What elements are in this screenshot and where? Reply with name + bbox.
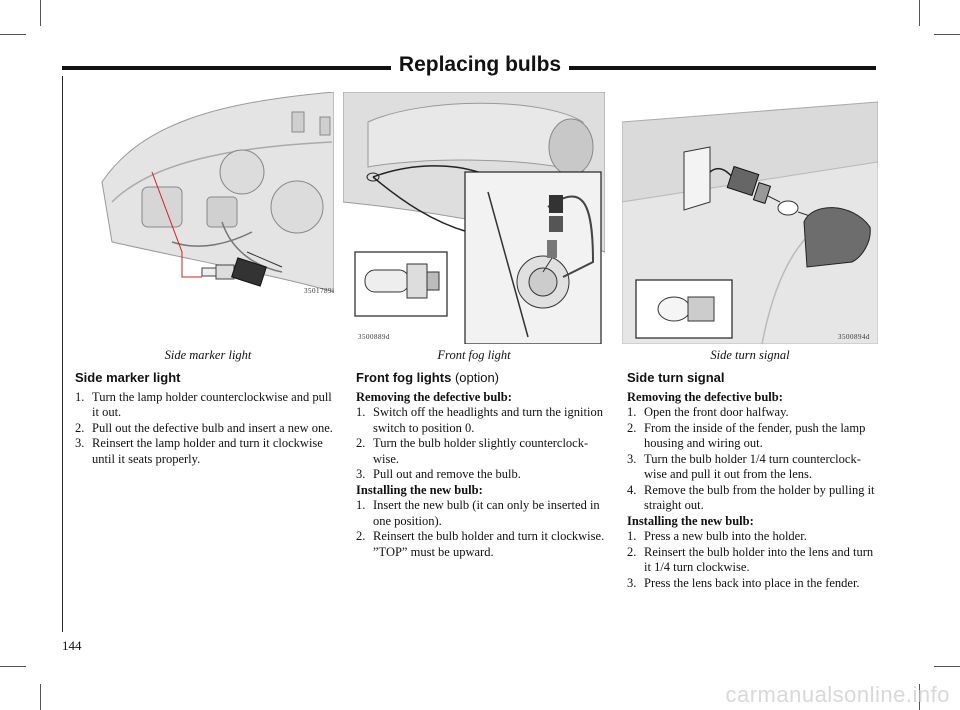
list-item: 1.Turn the lamp holder counterclockwise …: [75, 389, 332, 420]
front-fog-illustration: [343, 92, 605, 344]
list-item: 2.Reinsert the bulb holder and turn it c…: [356, 529, 605, 559]
list-item: 3.Reinsert the lamp holder and turn it c…: [75, 436, 323, 466]
margin-rule: [62, 76, 63, 632]
list-item: 1.Open the front door halfway.: [627, 405, 789, 419]
steps-list: 1.Turn the lamp holder counterclockwise …: [75, 390, 337, 468]
list-item: 2.Pull out the defective bulb and insert…: [75, 420, 333, 435]
illustration-caption: Side turn signal: [710, 348, 790, 362]
removing-heading: Removing the defective bulb:: [627, 389, 783, 404]
section-heading: Front fog lights (option): [356, 370, 500, 385]
side-turn-section: Side turn signal Removing the defective …: [627, 370, 883, 591]
crop-mark: [934, 666, 960, 667]
crop-mark: [40, 0, 41, 26]
list-item: 1.Press a new bulb into the holder.: [627, 529, 807, 543]
crop-mark: [0, 666, 26, 667]
section-heading-note: (option): [454, 370, 500, 385]
crop-mark: [919, 0, 920, 26]
steps-list: 1.Open the front door halfway. 2.From th…: [627, 405, 883, 514]
section-heading: Side turn signal: [627, 370, 725, 385]
installing-heading: Installing the new bulb:: [627, 513, 754, 528]
steps-list: 1.Press a new bulb into the holder. 2.Re…: [627, 529, 883, 591]
header-rule-right: [560, 66, 876, 70]
page-number: 144: [62, 638, 82, 653]
list-item: 3.Turn the bulb holder 1/4 turn counterc…: [627, 451, 861, 482]
side-marker-section: Side marker light 1.Turn the lamp holder…: [75, 370, 337, 467]
illustration-ref: 3500894d: [838, 333, 870, 341]
list-item: 3.Press the lens back into place in the …: [627, 575, 860, 590]
illustration-caption: Side marker light: [164, 348, 252, 362]
list-item: 1.Switch off the headlights and turn the…: [356, 405, 603, 435]
list-item: 3.Pull out and remove the bulb.: [356, 467, 521, 481]
steps-list: 1.Insert the new bulb (it can only be in…: [356, 498, 608, 560]
removing-heading: Removing the defective bulb:: [356, 389, 512, 404]
list-item: 1.Insert the new bulb (it can only be in…: [356, 498, 600, 528]
illustration-caption: Front fog light: [437, 348, 511, 362]
crop-mark: [40, 684, 41, 710]
installing-heading: Installing the new bulb:: [356, 482, 483, 497]
side-turn-illustration: [622, 92, 878, 344]
crop-mark: [934, 34, 960, 35]
list-item: 2.Turn the bulb holder slightly counterc…: [356, 436, 589, 466]
watermark: carmanualsonline.info: [725, 682, 950, 707]
list-item: 4.Remove the bulb from the holder by pul…: [627, 482, 875, 513]
crop-mark: [919, 684, 920, 710]
front-fog-section: Front fog lights (option) Removing the d…: [356, 370, 608, 560]
crop-mark: [0, 34, 26, 35]
illustration-ref: 3501789i: [304, 287, 335, 295]
list-item: 2.From the inside of the fender, push th…: [627, 420, 866, 451]
side-marker-illustration: [82, 92, 334, 344]
list-item: 2.Reinsert the bulb holder into the lens…: [627, 544, 874, 575]
steps-list: 1.Switch off the headlights and turn the…: [356, 405, 608, 483]
illustration-ref: 3500889d: [358, 333, 390, 341]
header-rule-left: [62, 66, 402, 70]
section-heading: Side marker light: [75, 370, 181, 385]
page-title: Replacing bulbs: [0, 53, 960, 77]
